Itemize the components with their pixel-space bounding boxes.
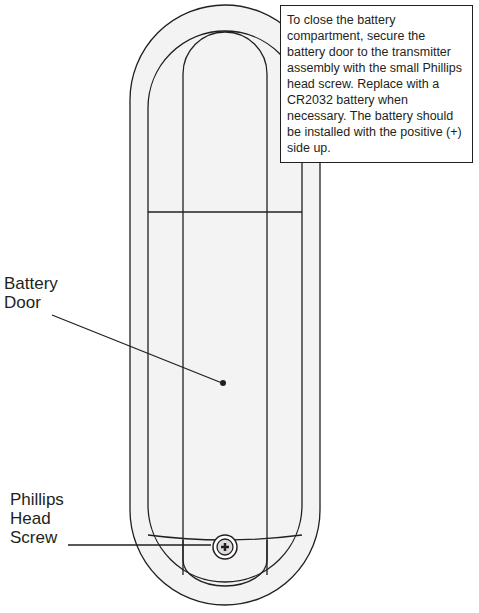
phillips-cross: [221, 543, 229, 551]
screw-head: [213, 535, 237, 559]
part-label: Phillips Head Screw: [10, 490, 80, 547]
battery-door-channel: [183, 32, 267, 575]
leader-dot: [220, 380, 226, 386]
part-label: Battery Door: [4, 274, 84, 312]
housing-inner-edge: [148, 31, 302, 582]
battery-door-channel: [183, 540, 267, 586]
note-text: To close the battery compartment, secure…: [287, 12, 466, 156]
note-box: To close the battery compartment, secure…: [280, 5, 473, 163]
leader-line: [52, 315, 222, 383]
leader-line: [68, 544, 211, 545]
door-seam: [148, 211, 302, 212]
screw-head: [217, 539, 233, 555]
